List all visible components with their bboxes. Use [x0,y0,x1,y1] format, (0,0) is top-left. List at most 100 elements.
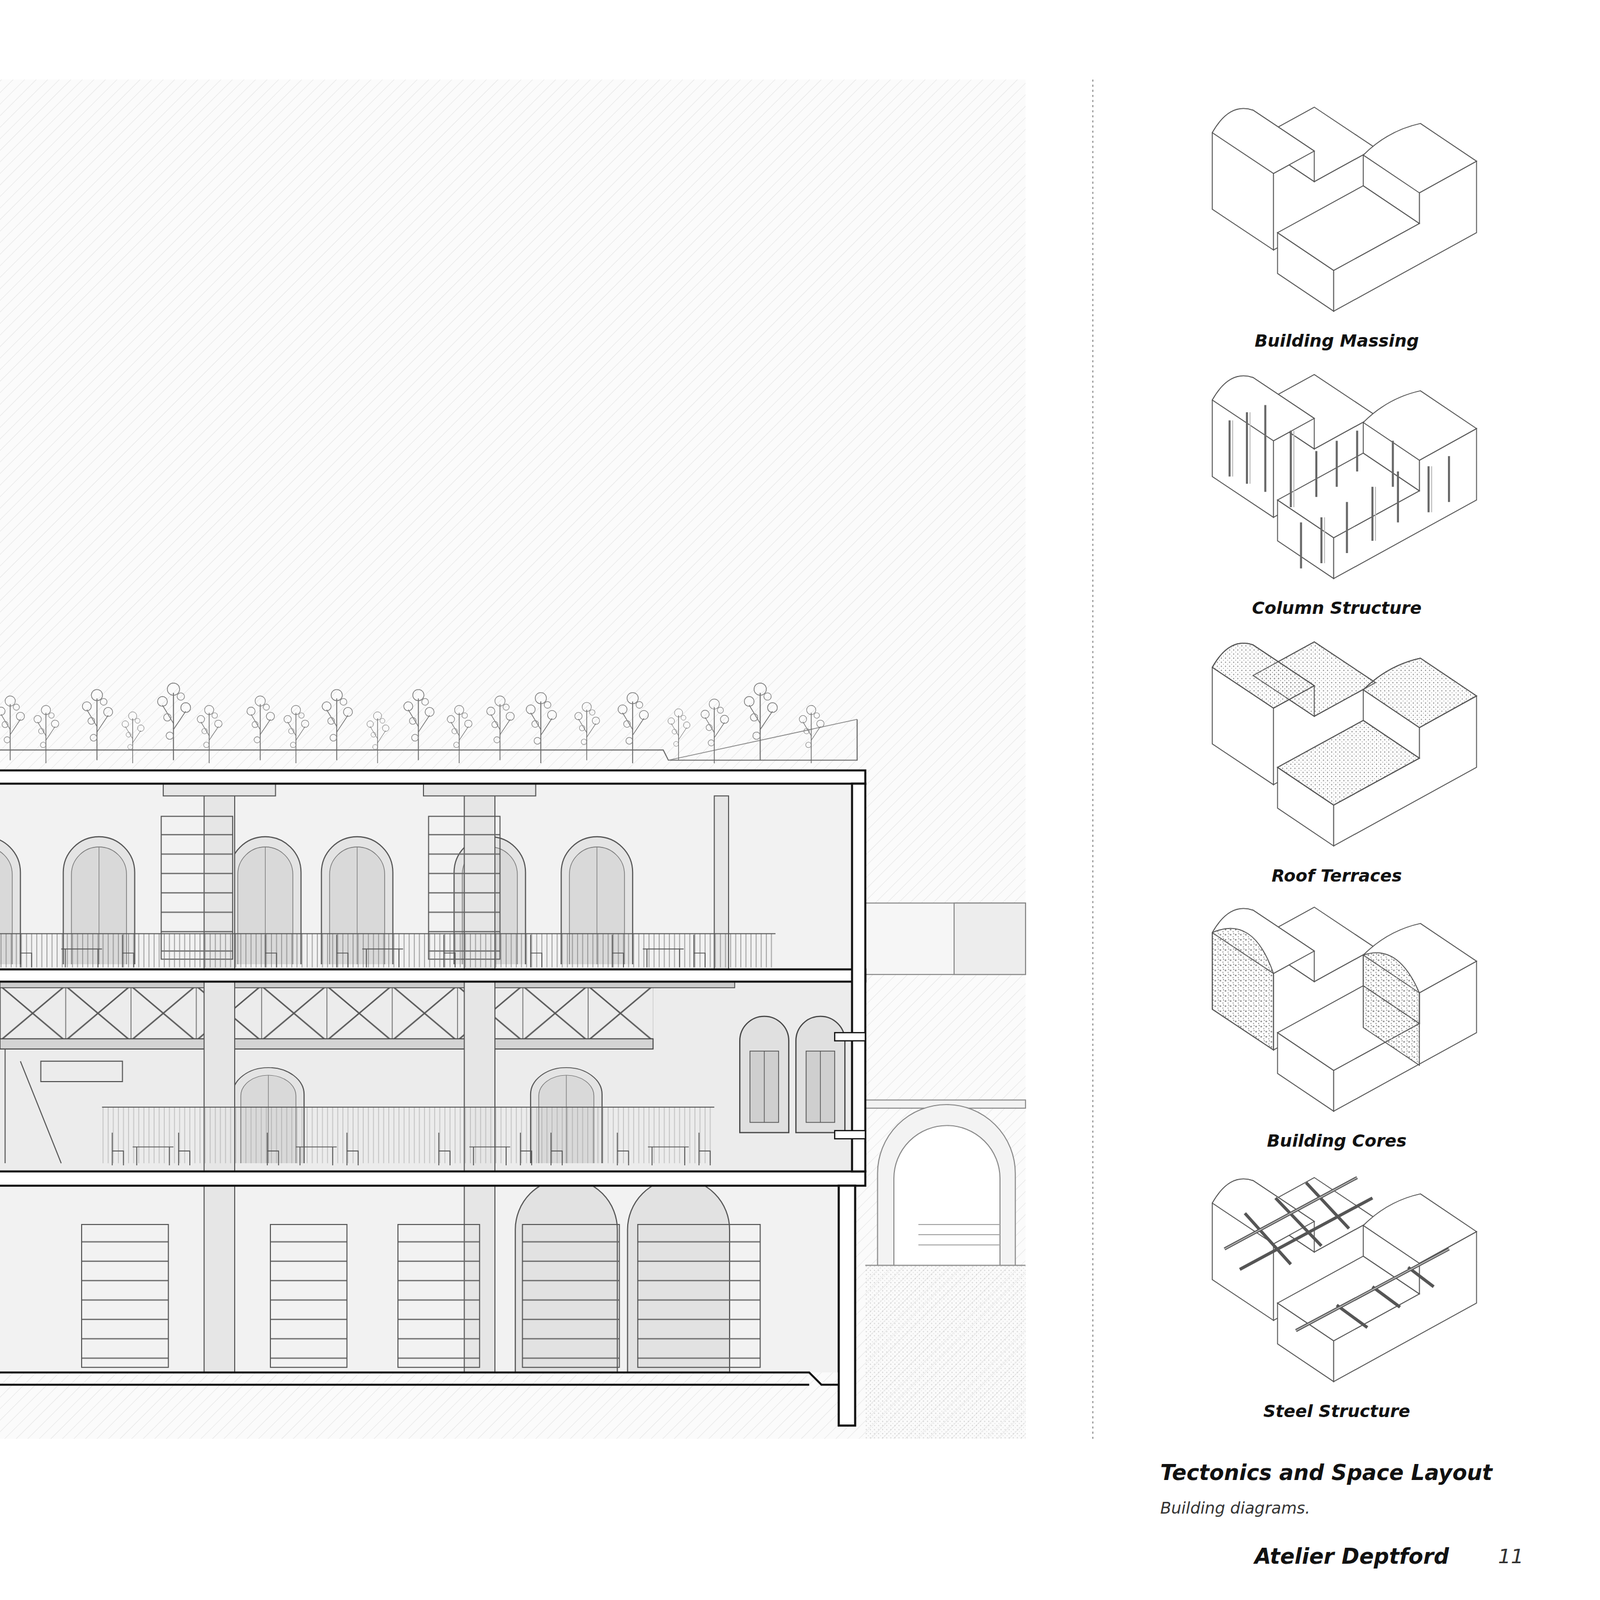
caption: Building diagrams. [1160,1498,1310,1518]
drawing-use [122,934,134,968]
drawing-rect [163,783,276,796]
drawing-use [700,699,729,764]
drawing-use [550,1132,563,1166]
drawing-path [1232,412,1432,564]
building-interior [0,783,853,1373]
drawing-rect [270,1224,347,1368]
page-number: 11 [1498,1544,1524,1568]
drawing-use [744,683,778,761]
drawing-rect [0,79,1026,1439]
diagram-label: Column Structure [1251,597,1422,619]
drawing-use [469,1147,511,1166]
drawing-rect [834,1032,866,1041]
drawing-path [1229,405,1449,569]
drawing-rect [852,783,866,1172]
diagram-label: Building Massing [1254,330,1419,351]
diagram-label: Building Cores [1266,1130,1407,1151]
drawing-use [526,692,557,764]
drawing-use [447,705,472,764]
drawing-line [0,933,776,935]
drawing-path [877,1104,1015,1266]
section-cut [0,770,866,1426]
drawing-use [530,934,542,968]
drawing-use [574,702,600,760]
drawing-path [0,719,858,761]
drawing-rect [838,1185,856,1426]
drawing-line [101,1106,715,1108]
drawing-use [403,689,435,761]
drawing-rect [0,969,866,982]
drawing-use [336,934,348,968]
drawing-use [520,1132,532,1166]
divider-line [1092,79,1094,1439]
drawing-path [1212,643,1315,709]
drawing-rect [0,985,653,1041]
massing-diagram [1212,107,1477,312]
roof-terrace-diagram [1212,641,1477,846]
drawing-path [893,1125,1000,1266]
drawing-use [246,696,275,761]
drawing-use [1212,641,1477,846]
drawing-rect [0,1171,866,1186]
section-background [0,79,1026,1439]
drawing-path [749,1051,835,1123]
drawing-rect [0,770,866,784]
drawing-use [132,1147,174,1166]
drawing-use [322,689,353,761]
drawing-use [642,948,684,967]
drawing-use [617,1132,629,1166]
drawing-use [34,705,59,764]
drawing-use [296,1147,338,1166]
title: Tectonics and Space Layout [1160,1460,1493,1485]
drawing-use [366,712,389,764]
drawing-path [1363,658,1477,728]
drawing-path [0,1185,855,1426]
drawing-use [1212,907,1477,1112]
drawing-path [1277,720,1420,806]
drawing-rect [0,933,776,968]
drawing-rect [522,1224,620,1368]
drawing-use [362,948,404,967]
footer-title: Atelier Deptford [1254,1544,1450,1569]
drawing-use [1212,107,1477,312]
drawing-rect [0,981,853,1172]
steel-trusses [0,981,735,1164]
drawing-use [178,1132,190,1166]
drawing-use [347,1132,359,1166]
drawing-use [82,689,113,761]
drawing-use [265,934,277,968]
drawing-rect [637,1224,761,1368]
drawing-rect [101,1107,715,1164]
drawing-use [667,708,690,760]
drawing-use [157,683,191,761]
drawing-rect [81,1224,169,1368]
drawing-path [1224,1177,1373,1270]
column-diagram [1212,374,1477,579]
drawing-use [112,1132,124,1166]
drawing-use [1212,374,1477,579]
drawing-use [618,692,649,764]
core-diagram [1212,907,1477,1112]
steel-diagram [1212,1177,1477,1382]
drawing-rect [954,902,1026,975]
drawing-use [283,705,309,764]
drawing-rect [865,1265,1026,1439]
drawing-use [799,705,824,764]
drawing-rect [397,1224,480,1368]
drawing-path [764,1051,821,1123]
drawing-use [699,1132,711,1166]
neighbour-building [865,902,1026,1439]
drawing-rect [0,79,1026,1439]
drawing-path [1363,952,1420,1066]
drawing-line [0,1383,810,1386]
drawing-use [612,934,624,968]
drawing-use [693,934,706,968]
diagram-label: Roof Terraces [1271,865,1402,886]
drawing-use [438,1132,451,1166]
drawing-use [486,696,515,761]
drawing-use [0,696,25,761]
drawing-path [1224,1177,1450,1331]
drawing-use [197,705,222,764]
